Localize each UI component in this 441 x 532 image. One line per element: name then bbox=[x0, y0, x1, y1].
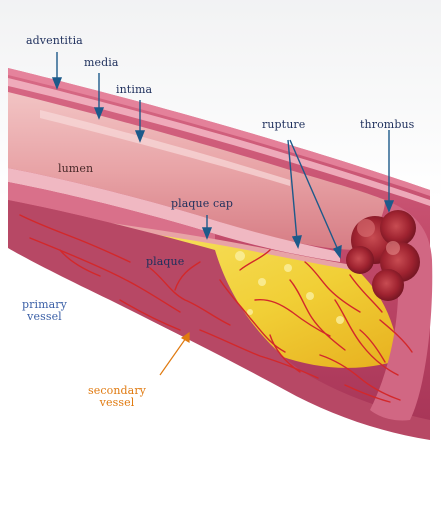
rupture-label: rupture bbox=[262, 119, 305, 131]
plaque-cap-label: plaque cap bbox=[171, 198, 233, 210]
secondary-vessel-label-line2: vessel bbox=[88, 397, 146, 409]
thrombus-label: thrombus bbox=[360, 119, 414, 131]
intima-label: intima bbox=[116, 84, 152, 96]
primary-vessel-label: primary vessel bbox=[22, 299, 67, 323]
adventitia-label: adventitia bbox=[26, 35, 83, 47]
plaque-label: plaque bbox=[146, 256, 184, 268]
secondary-vessel-label: secondary vessel bbox=[88, 385, 146, 409]
media-label: media bbox=[84, 57, 119, 69]
lumen-label: lumen bbox=[58, 163, 93, 175]
primary-vessel-label-line2: vessel bbox=[22, 311, 67, 323]
